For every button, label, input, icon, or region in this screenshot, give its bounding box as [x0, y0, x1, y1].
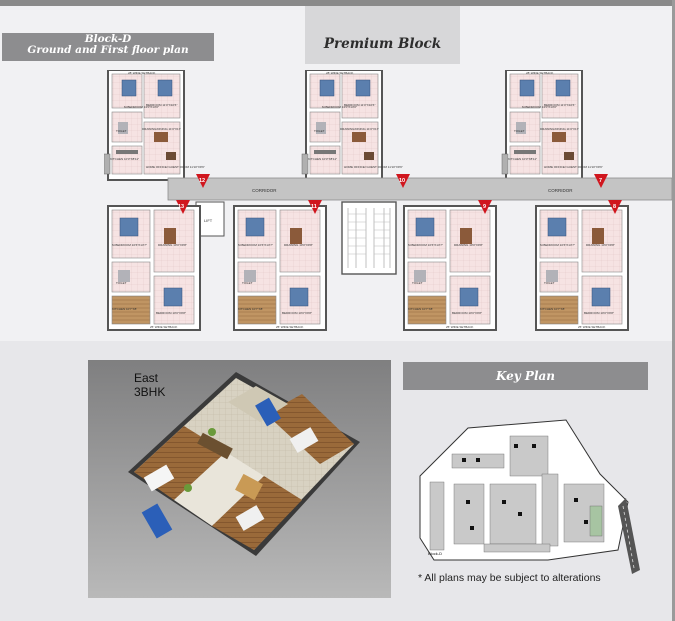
unit-7-study: HOME OFFICE/ GUEST ROOM 11'10"X9'6": [544, 165, 603, 169]
unit-9: M.BEDROOM 10'6"X13'7" DRAWING 10'0"X9'8"…: [403, 205, 497, 331]
marker-13-label: 13: [178, 204, 184, 210]
block-d-banner: Block-D Ground and First floor plan: [2, 33, 214, 61]
unit-7-bed1: M.BEDROOM 14'0"X13'0": [522, 105, 557, 109]
unit-9-bed2: BEDROOM 10'0"X9'8": [452, 311, 482, 315]
unit-13-toilet: TOILET: [116, 281, 127, 285]
unit-9-living: DRAWING 10'0"X9'8": [454, 243, 483, 247]
unit-7-road: 28' WIDE SETBACK: [526, 71, 553, 75]
marker-8: 8: [608, 200, 622, 214]
unit-9-bed1: M.BEDROOM 10'6"X13'7": [408, 243, 443, 247]
unit-10-road: 28' WIDE SETBACK: [326, 71, 353, 75]
unit-9-kitchen: KITCHEN 10'7"X8': [408, 307, 433, 311]
lift-label: LIFT: [204, 218, 213, 223]
unit-12-bed2: BEDROOM 11'0"X10'6": [146, 103, 177, 107]
unit-8-living: DRAWING 10'0"X9'8": [586, 243, 615, 247]
marker-13: 13: [176, 200, 190, 214]
unit-12: M.BEDROOM 14'0"X13'0" BEDROOM 11'0"X10'6…: [104, 70, 205, 181]
top-strip: [0, 0, 675, 6]
marker-10-label: 10: [399, 178, 405, 184]
disclaimer-note: * All plans may be subject to alteration…: [418, 572, 601, 584]
unit-12-toilet: TOILET: [116, 129, 127, 133]
marker-7-label: 7: [599, 178, 602, 184]
unit-12-road: 28' WIDE SETBACK: [128, 71, 155, 75]
unit-12-study: HOME OFFICE/ GUEST ROOM 11'10"X9'6": [146, 165, 205, 169]
block-title: Block-D: [84, 33, 132, 45]
unit-7-living: DRAWING/DINING 11'0"X17': [540, 127, 579, 131]
unit-9-road: 25' WIDE SETBACK: [446, 325, 473, 329]
unit-8-toilet: TOILET: [544, 281, 555, 285]
unit-8-bed2: BEDROOM 10'0"X9'8": [584, 311, 614, 315]
unit-10-study: HOME OFFICE/ GUEST ROOM 11'10"X9'6": [344, 165, 403, 169]
floor-plan: M.BEDROOM 14'0"X13'0" BEDROOM 11'0"X10'6…: [104, 70, 672, 331]
unit-11-kitchen: KITCHEN 10'7"X8': [238, 307, 263, 311]
unit-10-toilet: TOILET: [314, 129, 325, 133]
unit-13-road: 25' WIDE SETBACK: [150, 325, 177, 329]
key-plan-markers: [462, 444, 588, 530]
marker-11-label: 11: [311, 204, 317, 210]
unit-13-kitchen: KITCHEN 10'7"X8': [112, 307, 137, 311]
unit-7-toilet: TOILET: [514, 129, 525, 133]
unit-12-bed1: M.BEDROOM 14'0"X13'0": [124, 105, 159, 109]
corridor-label-right: CORRIDOR: [548, 188, 573, 193]
right-edge-line: [672, 0, 675, 621]
marker-8-label: 8: [613, 204, 616, 210]
marker-7: 7: [594, 174, 608, 188]
unit-8-kitchen: KITCHEN 10'7"X8': [540, 307, 565, 311]
unit-8-road: 25' WIDE SETBACK: [578, 325, 605, 329]
unit-10-bed1: M.BEDROOM 14'0"X13'0": [322, 105, 357, 109]
unit-13: M.BEDROOM 10'6"X13'7" DRAWING 10'0"X9'8"…: [107, 205, 201, 331]
premium-block-banner: Premium Block: [305, 6, 460, 64]
marker-9-label: 9: [483, 204, 486, 210]
key-plan-road: [618, 498, 640, 574]
unit-9-toilet: TOILET: [412, 281, 423, 285]
unit-7: M.BEDROOM 14'0"X13'0" BEDROOM 11'0"X10'6…: [501, 70, 603, 181]
key-plan-block-label: Block-D: [428, 551, 442, 556]
unit-10-kitchen: KITCHEN 10'3"X8'11": [308, 157, 337, 161]
unit-10-bed2: BEDROOM 11'0"X10'6": [344, 103, 375, 107]
render-label: East 3BHK: [134, 371, 165, 399]
unit-10-living: DRAWING/DINING 11'0"X17': [340, 127, 379, 131]
unit-11-living: DRAWING 10'0"X9'8": [284, 243, 313, 247]
marker-12-label: 12: [199, 178, 205, 184]
marker-10: 10: [396, 174, 410, 188]
unit-11: M.BEDROOM 10'6"X13'7" DRAWING 10'0"X9'8"…: [233, 205, 327, 331]
corridor-label-left: CORRIDOR: [252, 188, 277, 193]
marker-11: 11: [308, 200, 322, 214]
unit-11-bed2: BEDROOM 10'0"X9'8": [282, 311, 312, 315]
unit-8-bed1: M.BEDROOM 10'6"X13'7": [540, 243, 575, 247]
unit-8: M.BEDROOM 10'6"X13'7" DRAWING 10'0"X9'8"…: [535, 205, 629, 331]
marker-12: 12: [196, 174, 210, 188]
unit-11-bed1: M.BEDROOM 10'6"X13'7": [238, 243, 273, 247]
staircase: [341, 201, 397, 275]
unit-12-kitchen: KITCHEN 10'3"X8'11": [110, 157, 139, 161]
unit-10: M.BEDROOM 14'0"X13'0" BEDROOM 11'0"X10'6…: [301, 70, 403, 181]
unit-13-bed1: M.BEDROOM 10'6"X13'7": [112, 243, 147, 247]
block-subtitle: Ground and First floor plan: [27, 44, 189, 56]
key-plan-blocks: [429, 435, 605, 553]
unit-11-road: 25' WIDE SETBACK: [276, 325, 303, 329]
3d-apartment-render: [88, 360, 391, 598]
unit-7-kitchen: KITCHEN 10'3"X8'11": [508, 157, 537, 161]
unit-13-living: DRAWING 10'0"X9'8": [158, 243, 187, 247]
marker-9: 9: [478, 200, 492, 214]
corridor: [167, 177, 672, 201]
render-type: 3BHK: [134, 385, 166, 399]
unit-13-bed2: BEDROOM 10'0"X9'8": [156, 311, 186, 315]
unit-11-toilet: TOILET: [242, 281, 253, 285]
unit-7-bed2: BEDROOM 11'0"X10'6": [544, 103, 575, 107]
unit-12-living: DRAWING/DINING 11'0"X17': [142, 127, 181, 131]
key-plan-map: Block-D: [419, 419, 640, 574]
render-orientation: East: [134, 371, 159, 385]
key-plan-banner: Key Plan: [403, 362, 648, 390]
